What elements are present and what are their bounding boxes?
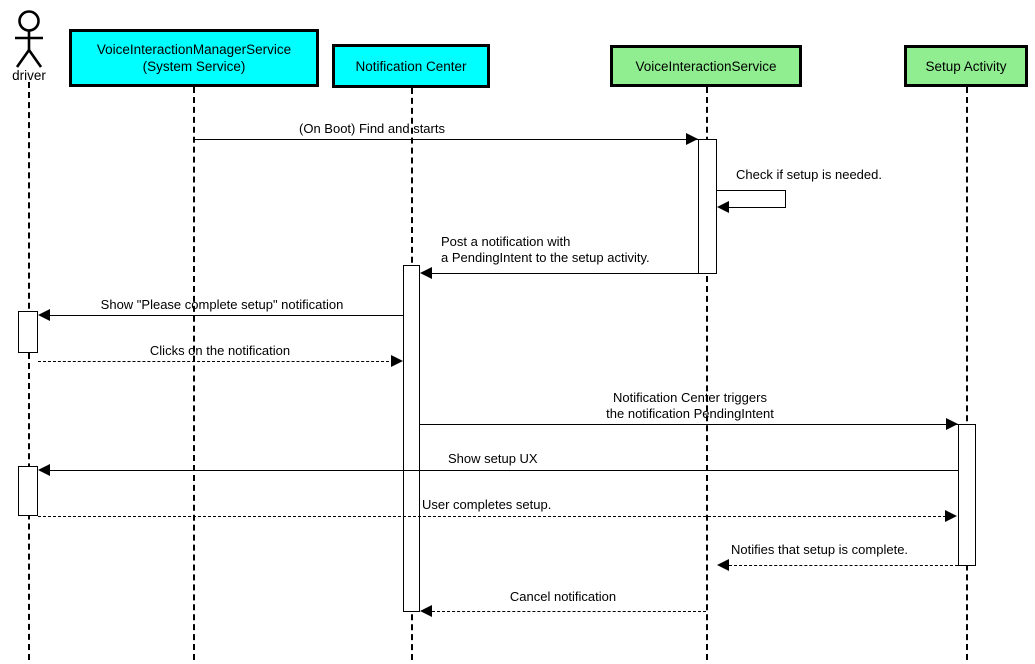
arrowhead-show-please-complete-setup	[38, 309, 50, 321]
message-line-clicks-on-the-notification	[38, 361, 394, 362]
message-label-show-setup-ux: Show setup UX	[448, 451, 538, 466]
lifeline-driver	[28, 82, 30, 660]
message-line-user-completes-setup	[38, 516, 946, 517]
message-label-check-if-setup-is-needed: Check if setup is needed.	[736, 167, 882, 182]
message-line-self-top	[717, 190, 786, 191]
message-label-user-completes-setup: User completes setup.	[422, 497, 552, 512]
activation-bar-setup-activity	[958, 424, 976, 566]
message-line-cancel-notification	[432, 611, 706, 612]
message-line-show-please-complete-setup	[50, 315, 403, 316]
message-label-notification-center-triggers-line2: the notification PendingIntent	[606, 406, 774, 421]
message-label-notifies-that-setup-is-complete: Notifies that setup is complete.	[731, 542, 909, 557]
message-line-notification-center-triggers	[419, 424, 958, 425]
arrowhead-user-completes-setup	[945, 510, 957, 522]
activation-bar-voiceinteractionservice	[698, 139, 717, 274]
actor-stick-figure-icon	[15, 10, 43, 68]
lifeline-setup-activity	[966, 87, 968, 660]
lifeline-vims	[193, 87, 195, 660]
message-label-cancel-notification: Cancel notification	[509, 589, 617, 604]
participant-box-voiceinteractionservice[interactable]: VoiceInteractionService	[610, 45, 802, 87]
message-label-on-boot-find-and-starts: (On Boot) Find and starts	[299, 121, 445, 136]
message-label-notification-center-triggers-line1: Notification Center triggers	[613, 390, 767, 405]
lifeline-voiceinteractionservice	[706, 87, 708, 660]
arrowhead-check-if-setup-is-needed	[717, 201, 729, 213]
message-label-post-a-notification-line1: Post a notification with	[441, 234, 571, 249]
participant-label-voiceinteractionservice: VoiceInteractionService	[635, 58, 777, 74]
arrowhead-notification-center-triggers	[946, 418, 958, 430]
message-line-on-boot-find-and-starts	[193, 139, 698, 140]
message-line-post-a-notification	[432, 273, 698, 274]
message-line-self-right	[785, 190, 786, 207]
arrowhead-post-a-notification	[420, 267, 432, 279]
arrowhead-notifies-that-setup-is-complete	[717, 559, 729, 571]
participant-box-vims[interactable]: VoiceInteractionManagerService (System S…	[69, 29, 319, 87]
message-line-self-bottom	[729, 207, 786, 208]
arrowhead-on-boot-find-and-starts	[686, 133, 698, 145]
participant-box-notification-center[interactable]: Notification Center	[332, 44, 490, 88]
participant-label-vims-line2: (System Service)	[142, 59, 246, 74]
message-label-show-please-complete-setup: Show "Please complete setup" notificatio…	[100, 297, 344, 312]
arrowhead-clicks-on-the-notification	[391, 355, 403, 367]
message-line-notifies-that-setup-is-complete	[729, 565, 958, 566]
activation-bar-driver-2	[18, 466, 38, 516]
message-label-clicks-on-the-notification: Clicks on the notification	[149, 343, 291, 358]
message-label-post-a-notification-line2: a PendingIntent to the setup activity.	[441, 250, 650, 265]
activation-bar-driver-1	[18, 311, 38, 353]
actor-label-driver: driver	[12, 68, 46, 83]
arrowhead-cancel-notification	[420, 605, 432, 617]
participant-box-setup-activity[interactable]: Setup Activity	[904, 45, 1028, 87]
participant-label-vims-line1: VoiceInteractionManagerService	[96, 42, 292, 57]
participant-label-notification-center: Notification Center	[355, 58, 467, 74]
participant-label-setup-activity: Setup Activity	[925, 58, 1007, 74]
arrowhead-show-setup-ux	[38, 464, 50, 476]
message-line-show-setup-ux	[50, 470, 958, 471]
activation-bar-notification-center	[403, 265, 420, 612]
